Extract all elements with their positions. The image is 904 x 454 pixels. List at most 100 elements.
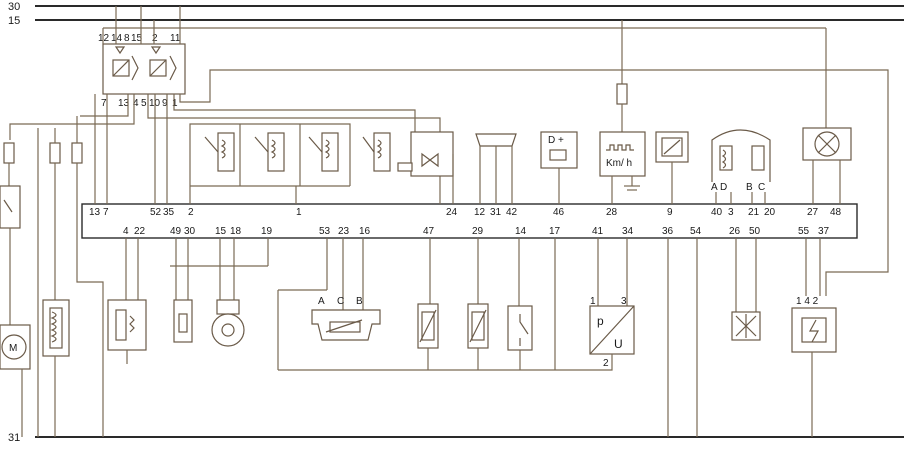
imm-pins: 1 4 2 (796, 296, 819, 307)
relay-pin-4: 4 (133, 98, 139, 109)
relay-pin-8: 8 (124, 33, 130, 44)
ecu-pin-48: 48 (830, 207, 842, 218)
relay-switch-1 (131, 55, 139, 81)
ecu-pin-50: 50 (749, 226, 761, 237)
injector-2 (254, 132, 285, 172)
coolant-sensor: A D B C (711, 129, 771, 204)
relay-housing (102, 43, 186, 95)
ecu-pin-13: 13 (89, 207, 101, 218)
ecu-pin-52: 52 (150, 207, 162, 218)
rail-15-label: 15 (8, 15, 20, 27)
relay-pin-2: 2 (152, 33, 158, 44)
ecu-pin-16: 16 (359, 226, 371, 237)
relay-pin-12: 12 (98, 33, 110, 44)
immobilizer: 1 4 2 (791, 238, 837, 437)
map-p-label: p (597, 314, 604, 328)
bottom-sensors: A C B (107, 238, 837, 437)
ecu-pin-35: 35 (163, 207, 175, 218)
ecu-pin-47: 47 (423, 226, 435, 237)
ecu-connector (81, 203, 858, 239)
rail-31-label: 31 (8, 432, 20, 444)
pressure-sensor: 1 3 p U 2 (555, 238, 635, 371)
pedal-pin-c: C (337, 296, 344, 307)
coolant-pin-c: C (758, 182, 765, 193)
ecu-pin-46: 46 (553, 207, 565, 218)
relay-pin-9: 9 (162, 98, 168, 109)
motor-label: M (9, 343, 17, 354)
ecu-pin-21: 21 (748, 207, 760, 218)
relay-pin-13: 13 (118, 98, 130, 109)
relay-coil-1-mark (112, 59, 130, 77)
coolant-pin-d: D (720, 182, 727, 193)
relay-pin-1: 1 (172, 98, 178, 109)
relay-switch-2 (169, 55, 177, 81)
map-pin-2: 2 (603, 358, 609, 369)
water-temp-sensor (467, 238, 489, 370)
relay-pin-11: 11 (170, 33, 181, 44)
ecu-pin-28: 28 (606, 207, 618, 218)
oxygen-sensor (170, 238, 269, 343)
ecu-pin-3: 3 (728, 207, 734, 218)
ecu-pin-19: 19 (261, 226, 273, 237)
ecu-pin-27: 27 (807, 207, 819, 218)
ecu-pin-12: 12 (474, 207, 486, 218)
ecu-pin-53: 53 (319, 226, 331, 237)
ecu-pin-30: 30 (184, 226, 196, 237)
map-pin-1: 1 (590, 296, 596, 307)
ecu-pin-42: 42 (506, 207, 518, 218)
switch-sensor (507, 238, 533, 370)
warning-lamp (802, 127, 852, 204)
coolant-pin-b: B (746, 182, 753, 193)
relay-pin-5: 5 (141, 98, 147, 109)
relay-pin-15: 15 (131, 33, 143, 44)
injector-4 (362, 132, 391, 172)
ecu-pin-29: 29 (472, 226, 484, 237)
ecu-block: 13 7 52 35 2 1 24 12 31 42 46 28 9 40 3 … (81, 203, 858, 239)
ecu-pin-7: 7 (103, 207, 109, 218)
ecu-pin-23: 23 (338, 226, 350, 237)
ecu-pin-49: 49 (170, 226, 182, 237)
ecu-pin-37: 37 (818, 226, 830, 237)
rail-30-label: 30 (8, 1, 20, 13)
relay-diode-1 (114, 46, 126, 55)
knock-sensor (107, 238, 147, 364)
ignition-coil (475, 133, 517, 204)
left-components: M (0, 116, 104, 437)
ecu-pin-9: 9 (667, 207, 673, 218)
ecu-pin-36: 36 (662, 226, 674, 237)
map-u-label: U (614, 337, 623, 351)
relay-block: 12 14 8 15 2 11 7 13 4 5 10 9 1 (98, 33, 186, 109)
ecu-pin-55: 55 (798, 226, 810, 237)
ecu-pin-26: 26 (729, 226, 741, 237)
ecu-pin-40: 40 (711, 207, 723, 218)
injector-1 (204, 132, 235, 172)
injector-3 (308, 132, 339, 172)
relay-pin-14: 14 (111, 33, 123, 44)
speed-label: Km/ h (606, 158, 632, 169)
speed-sensor: Km/ h (599, 20, 646, 204)
coolant-pin-a: A (711, 182, 718, 193)
diag-label: D + (548, 135, 564, 146)
ecu-pin-17: 17 (549, 226, 561, 237)
ecu-pin-54: 54 (690, 226, 702, 237)
ecu-pin-18: 18 (230, 226, 242, 237)
ecu-pin-4: 4 (123, 226, 129, 237)
ecu-pin-24: 24 (446, 207, 458, 218)
idle-valve (397, 131, 454, 204)
pedal-pin-a: A (318, 296, 325, 307)
throttle-sensor (655, 131, 689, 204)
ecu-pin-22: 22 (134, 226, 146, 237)
relay-pin-7: 7 (101, 98, 107, 109)
relay-wires (9, 6, 889, 296)
diagnostic-connector: D + (540, 131, 578, 204)
fan-actuator (731, 238, 761, 341)
injector-group (189, 123, 391, 204)
map-connector: A C B (277, 238, 381, 370)
ecu-pin-41: 41 (592, 226, 604, 237)
map-pin-3: 3 (621, 296, 627, 307)
crank-sensor (211, 238, 245, 347)
relay-diode-2 (150, 46, 162, 55)
ecu-pin-34: 34 (622, 226, 634, 237)
ecu-pin-31: 31 (490, 207, 502, 218)
